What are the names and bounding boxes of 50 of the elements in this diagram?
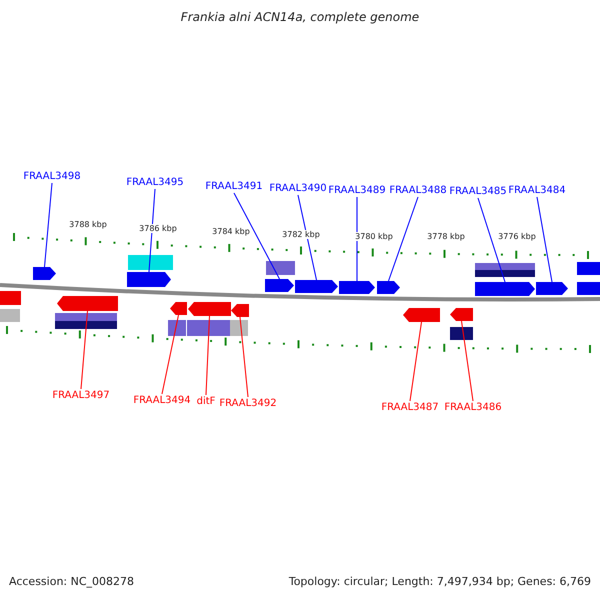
- gene-label: FRAAL3497: [52, 390, 110, 401]
- accession-text: Accession: NC_008278: [9, 575, 134, 588]
- scale-label: 3784 kbp: [211, 227, 251, 236]
- scale-label: 3788 kbp: [68, 220, 108, 229]
- gene-block: [403, 308, 440, 322]
- gene-block: [127, 272, 171, 287]
- gene-block: [450, 308, 473, 321]
- leader-line: [461, 320, 474, 402]
- gene-label: FRAAL3492: [219, 398, 277, 409]
- gene-block: [339, 281, 375, 294]
- gene-block: [33, 267, 56, 280]
- gene-label: FRAAL3490: [269, 183, 327, 194]
- leader-line: [234, 192, 280, 280]
- gene-label: FRAAL3495: [126, 177, 184, 188]
- gene-label: FRAAL3488: [389, 185, 447, 196]
- leader-line: [298, 194, 317, 280]
- leader-line: [356, 196, 358, 282]
- leader-line: [80, 310, 88, 390]
- gene-label: FRAAL3491: [205, 181, 263, 192]
- gene-label: FRAAL3494: [133, 395, 191, 406]
- leader-line: [478, 198, 506, 282]
- gene-block: [265, 279, 294, 292]
- scale-label: 3782 kbp: [281, 230, 321, 239]
- gene-label: FRAAL3489: [328, 185, 386, 196]
- gene-block: [170, 302, 187, 315]
- genome-info-text: Topology: circular; Length: 7,497,934 bp; Genes: 6,769: [288, 575, 591, 588]
- gene-block: [377, 281, 400, 294]
- gene-label: FRAAL3498: [23, 171, 81, 182]
- scale-label: 3776 kbp: [497, 232, 537, 241]
- gene-block: [57, 296, 118, 311]
- scale-label: 3780 kbp: [354, 232, 394, 241]
- gene-block: [295, 280, 338, 293]
- gene-label: FRAAL3487: [381, 402, 439, 413]
- leader-line: [388, 196, 418, 282]
- leader-line: [410, 322, 422, 402]
- leader-line: [44, 182, 52, 268]
- scale-label: 3778 kbp: [426, 232, 466, 241]
- gene-label: ditF: [196, 396, 216, 407]
- title: Frankia alni ACN14a, complete genome: [180, 10, 420, 24]
- leader-line: [148, 188, 156, 272]
- gene-block: [231, 304, 249, 317]
- scale-label: 3786 kbp: [138, 224, 178, 233]
- gene-block: [536, 282, 568, 295]
- leader-line: [162, 314, 179, 394]
- gene-label: FRAAL3484: [508, 185, 566, 196]
- leader-line: [206, 316, 210, 396]
- gene-label: FRAAL3486: [444, 402, 502, 413]
- leader-line: [536, 196, 552, 282]
- leader-line: [240, 316, 248, 398]
- gene-label: FRAAL3485: [449, 186, 507, 197]
